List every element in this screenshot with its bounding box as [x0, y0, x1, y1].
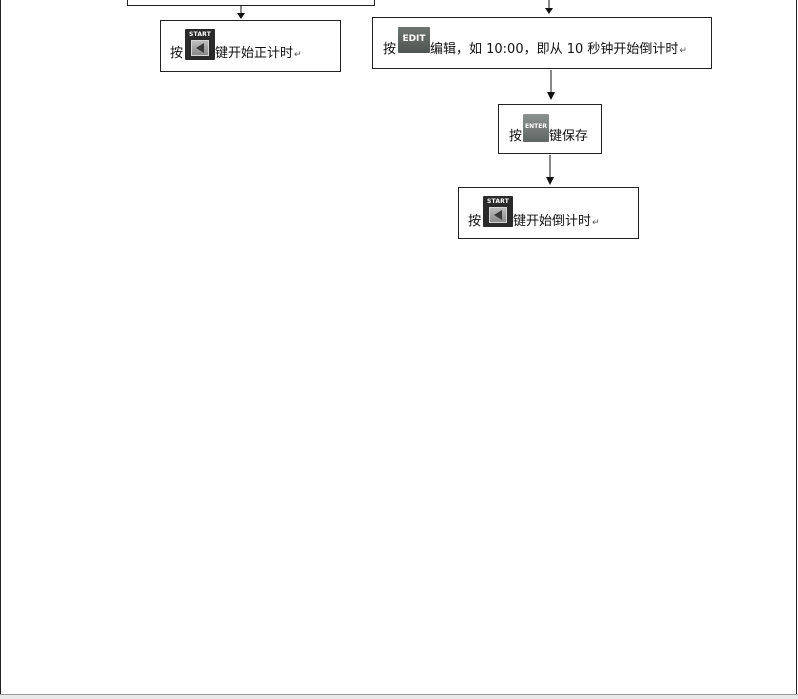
- return-mark: ↵: [679, 46, 687, 56]
- step-box-edit: 按 EDIT 编辑，如 10:00，即从 10 秒钟开始倒计时↵: [372, 17, 712, 69]
- step-prefix: 按: [468, 214, 482, 229]
- start-key-label: START: [188, 31, 212, 38]
- page-right-border: [796, 0, 797, 694]
- step-suffix: 编辑，如 10:00，即从 10 秒钟开始倒计时↵: [430, 42, 687, 59]
- return-mark: ↵: [592, 218, 600, 228]
- step-box-enter: 按 ENTER 键保存: [498, 104, 602, 154]
- start-key-label: START: [486, 198, 510, 205]
- start-key-icon: START: [185, 29, 215, 60]
- previous-step-box-left: [127, 0, 375, 6]
- step-box-start-count-up: 按 START 键开始正计时↵: [160, 20, 341, 72]
- enter-key-icon: ENTER: [523, 114, 549, 142]
- enter-key-label: ENTER: [525, 123, 547, 130]
- flow-arrow-left: [237, 5, 245, 19]
- page-bottom-edge: [0, 694, 798, 699]
- step-suffix-text: 编辑，如 10:00，即从 10 秒钟开始倒计时: [430, 42, 679, 57]
- step-prefix: 按: [170, 46, 184, 61]
- step-suffix: 键保存: [549, 129, 589, 144]
- step-prefix: 按: [383, 42, 397, 57]
- flow-arrow-edit-to-enter: [547, 70, 555, 100]
- edit-key-icon: EDIT: [398, 27, 430, 53]
- page-left-border: [0, 0, 1, 694]
- flow-arrow-enter-to-start: [546, 155, 554, 185]
- step-suffix: 键开始倒计时↵: [513, 214, 600, 231]
- return-mark: ↵: [294, 50, 302, 60]
- start-key-icon: START: [483, 196, 513, 227]
- step-suffix-text: 键开始正计时: [215, 46, 294, 61]
- step-prefix: 按: [509, 129, 523, 144]
- step-box-start-countdown: 按 START 键开始倒计时↵: [458, 187, 639, 239]
- edit-key-label: EDIT: [402, 34, 426, 44]
- flow-arrow-right-top: [545, 0, 553, 14]
- step-suffix: 键开始正计时↵: [215, 46, 302, 63]
- step-suffix-text: 键开始倒计时: [513, 214, 592, 229]
